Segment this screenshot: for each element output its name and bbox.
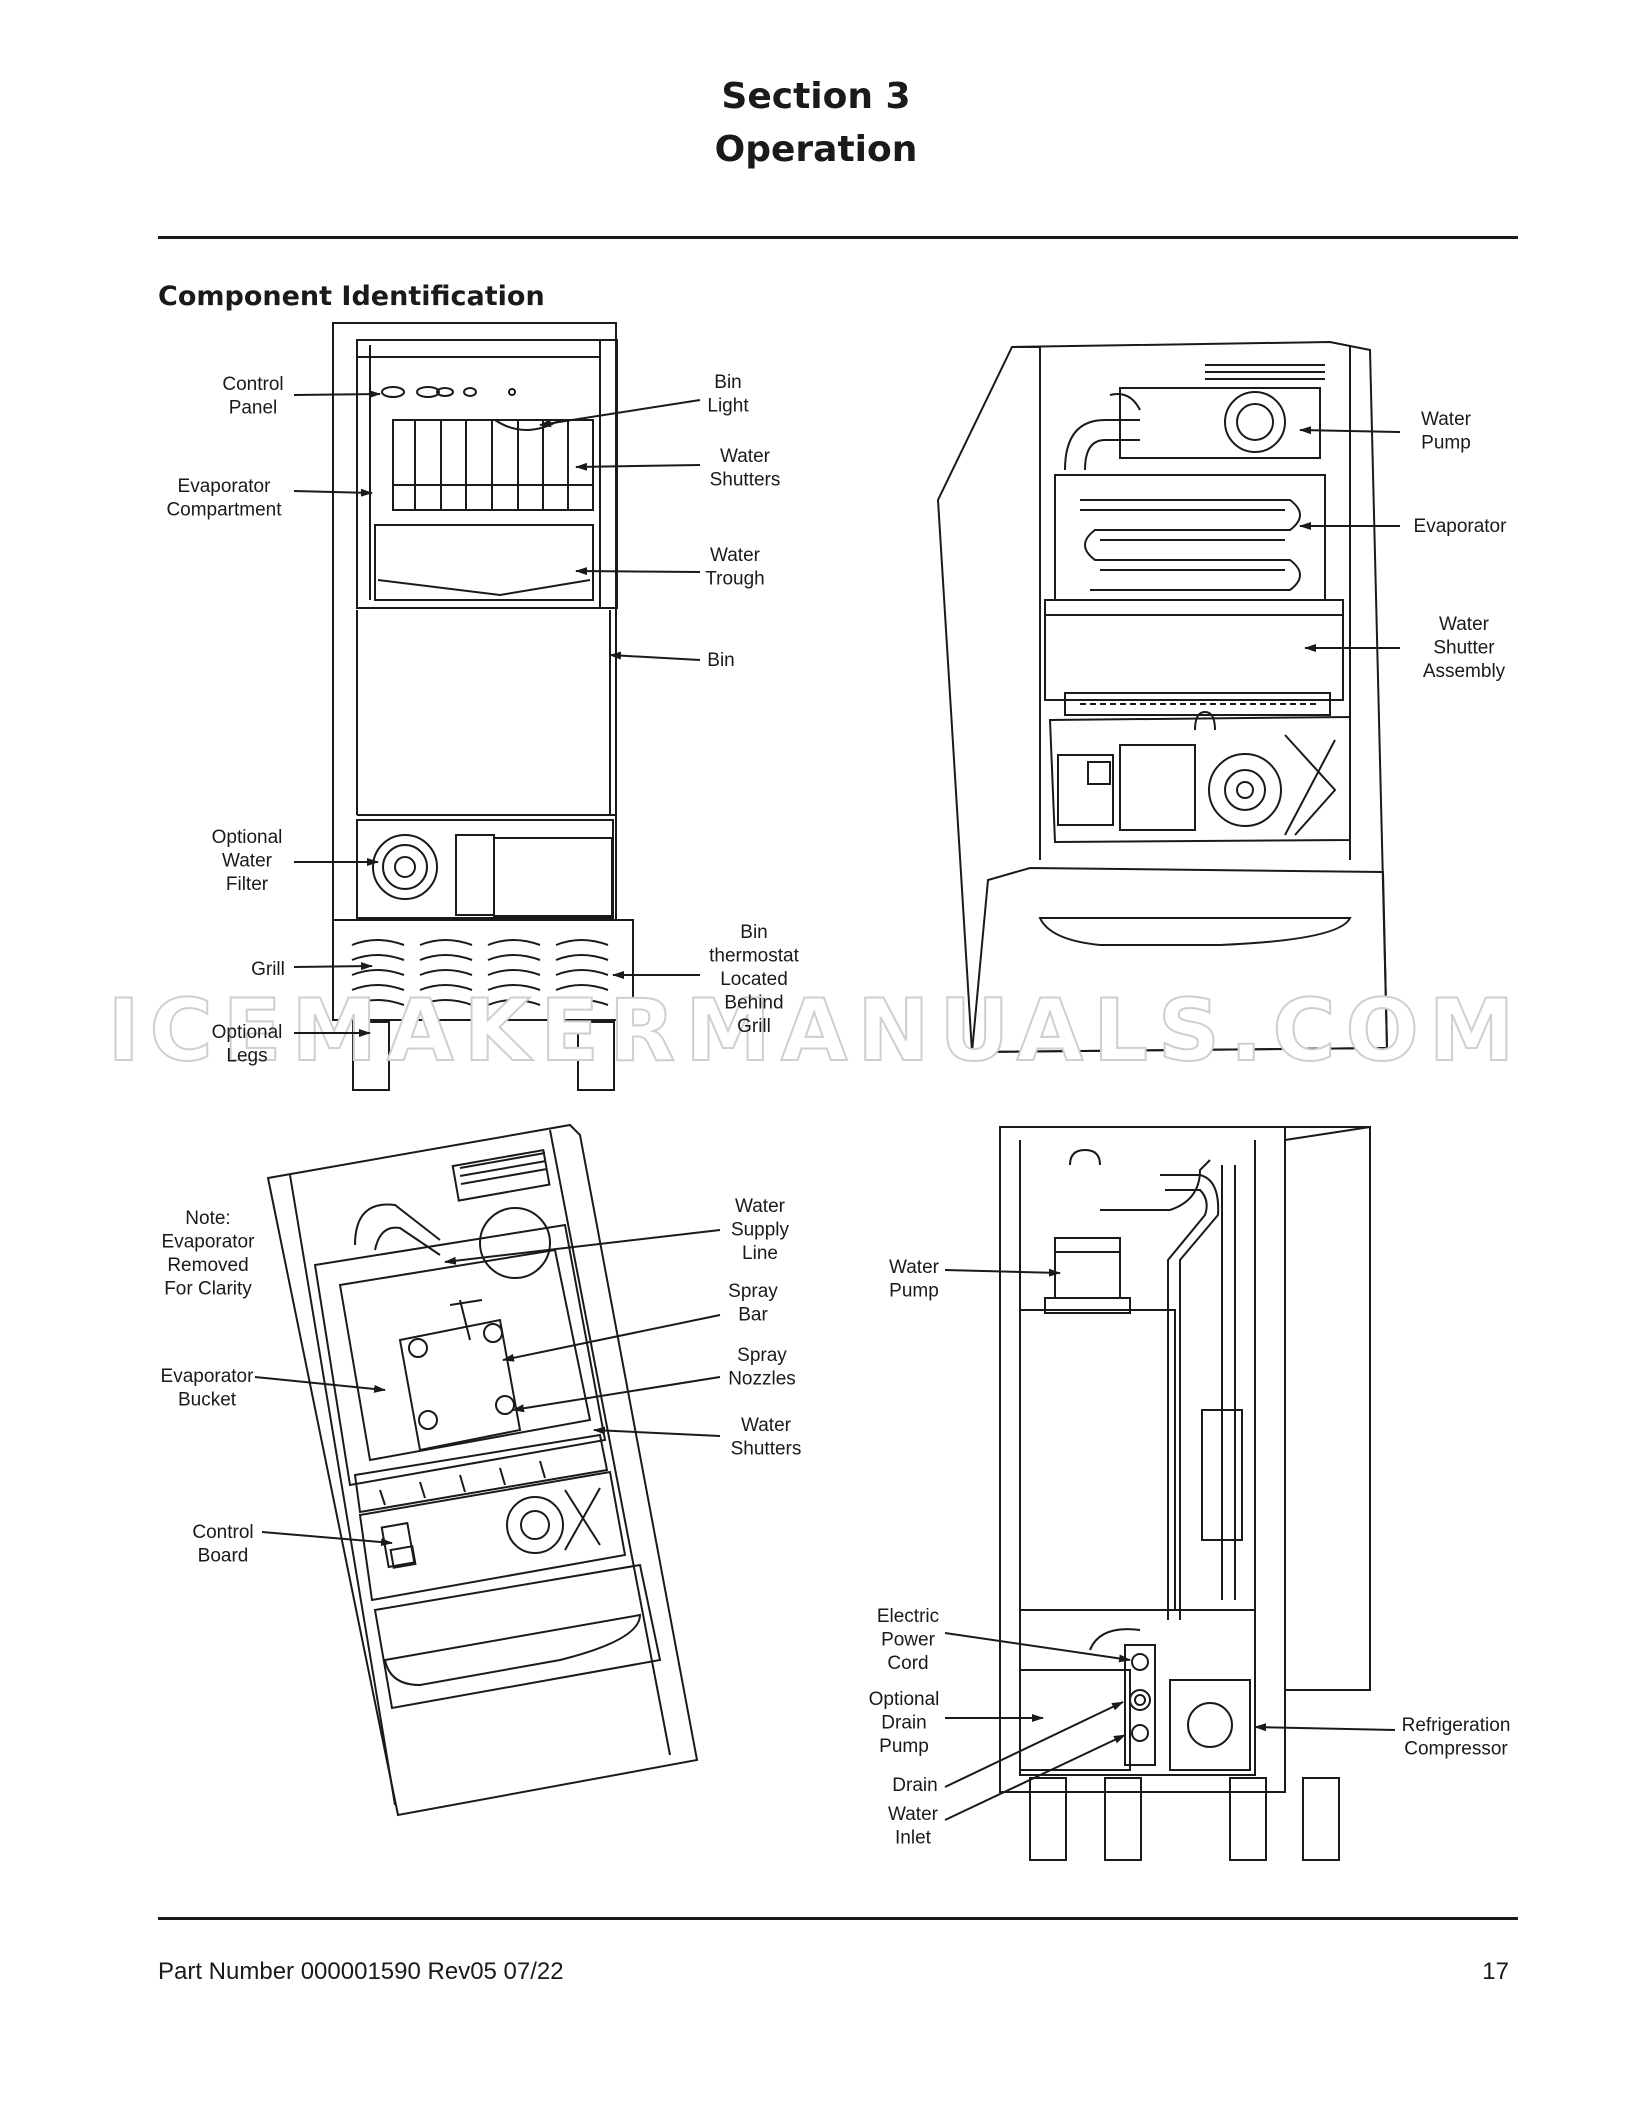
callout-evaporator: Evaporator [1414,516,1508,537]
page-number: 17 [1482,1958,1509,1985]
callout-grill: Grill [251,959,285,980]
rear-view-illustration [999,1126,1371,1861]
part-number: Part Number 000001590 Rev05 07/22 [158,1958,564,1985]
page-title: Operation [714,129,918,170]
leader-water-shutters-front [575,462,701,471]
leader-spray-bar [502,1314,721,1362]
footer-rule [158,1917,1518,1920]
leader-grill [293,962,373,971]
section-heading: Section 3 [721,76,911,117]
leader-bin-light [539,399,701,428]
section-subtitle: Component Identification [158,281,545,312]
leader-water-supply-line [444,1229,721,1265]
leader-water-pump-rear [944,1268,1061,1277]
callout-drain: Drain [892,1775,937,1796]
leader-water-shutters-inner [593,1426,721,1437]
leader-spray-nozzles [512,1376,721,1413]
leader-bin [609,651,701,661]
leader-control-panel [293,390,381,399]
header-rule [158,236,1518,239]
leader-water-inlet [944,1734,1126,1821]
leader-water-trough [575,567,701,576]
leader-evaporator-compartment [293,488,373,497]
callout-bin: Bin [707,650,734,671]
watermark-text: ICEMAKERMANUALS.COM [108,981,1525,1081]
leader-electric-power-cord [944,1632,1131,1663]
leader-control-board [261,1531,393,1547]
front-view-illustration [332,322,634,1091]
top-view-illustration [936,340,1389,1054]
leader-water-pump-top [1299,426,1401,435]
leader-drain [944,1701,1124,1788]
leader-refrigeration-compressor [1254,1723,1396,1732]
leader-evaporator-bucket [254,1376,386,1393]
angled-view-illustration [266,1123,699,1817]
